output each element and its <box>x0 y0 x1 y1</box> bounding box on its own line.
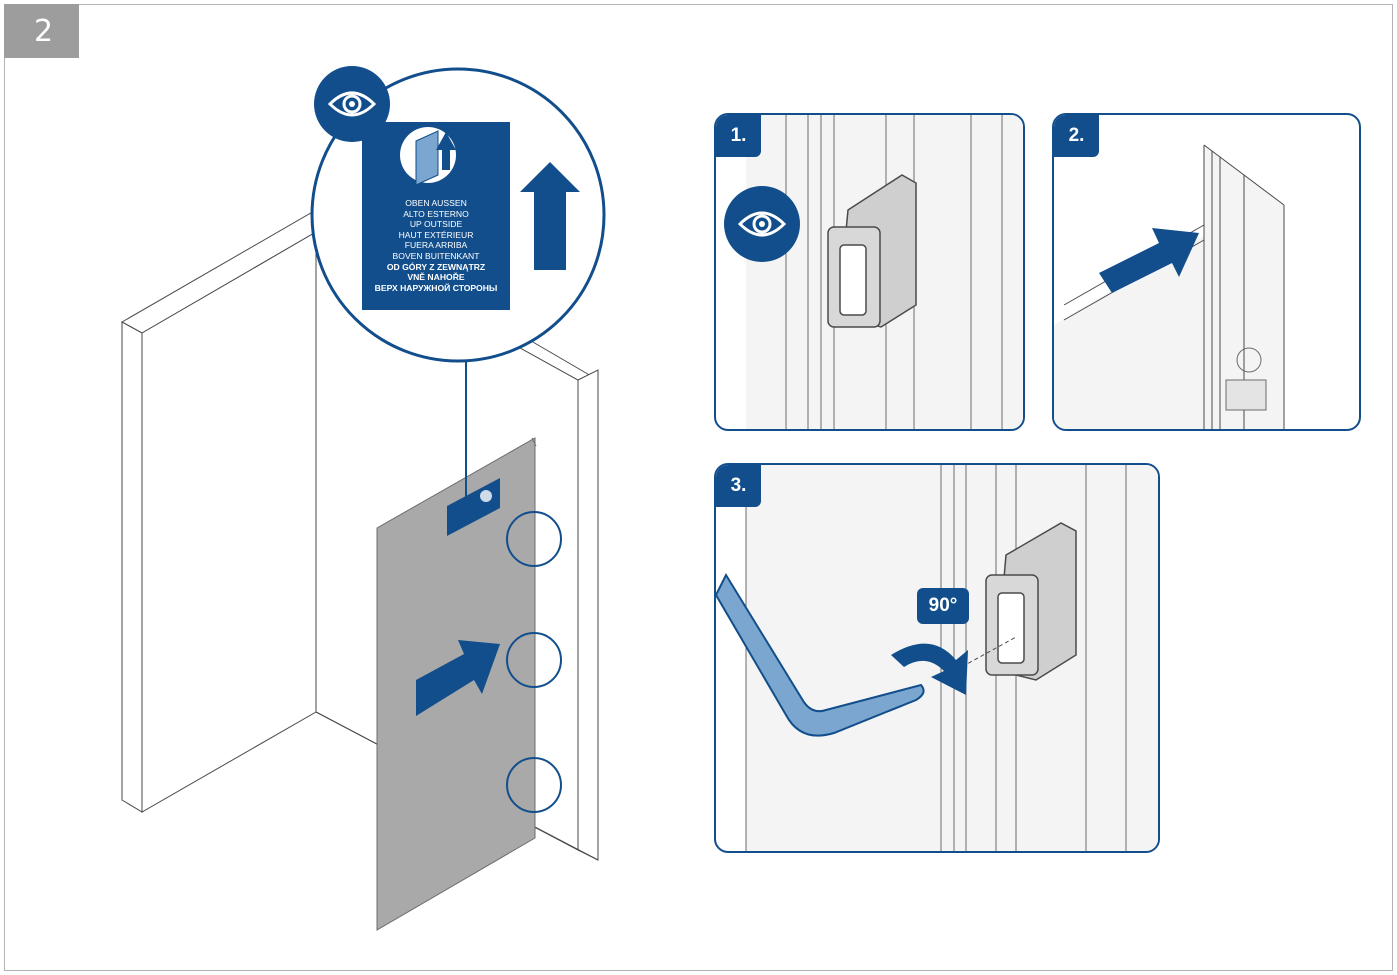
angle-badge: 90° <box>917 588 969 624</box>
sign-line-bold: ВЕРХ НАРУЖНОЙ СТОРОНЫ <box>362 283 510 294</box>
sign-line: BOVEN BUITENKANT <box>362 251 510 262</box>
sign-line: UP OUTSIDE <box>362 219 510 230</box>
sign-line: HAUT EXTÉRIEUR <box>362 230 510 241</box>
panel-1-label: 1. <box>716 115 761 157</box>
panel-3-drawing <box>716 465 1160 853</box>
panel-1-label-text: 1. <box>731 125 747 147</box>
detail-panel-1 <box>714 113 1025 431</box>
sign-line: OBEN AUSSEN <box>362 198 510 209</box>
angle-value: 90° <box>929 595 958 617</box>
panel-2-label: 2. <box>1054 115 1099 157</box>
panel-3-label-text: 3. <box>731 475 747 497</box>
sign-line: ALTO ESTERNO <box>362 209 510 220</box>
sign-line-bold: OD GÓRY Z ZEWNĄTRZ <box>362 262 510 273</box>
detail-panel-2 <box>1052 113 1361 431</box>
panel-1-drawing <box>716 115 1025 431</box>
sign-text-block: OBEN AUSSEN ALTO ESTERNO UP OUTSIDE HAUT… <box>362 198 510 293</box>
panel-2-drawing <box>1054 115 1361 431</box>
sign-line-bold: VNĚ NAHOŘE <box>362 272 510 283</box>
panel-3-label: 3. <box>716 465 761 507</box>
panel-1-eye-badge <box>723 185 801 263</box>
panel-2-label-text: 2. <box>1069 125 1085 147</box>
sign-line: FUERA ARRIBA <box>362 240 510 251</box>
detail-panel-3 <box>714 463 1160 853</box>
